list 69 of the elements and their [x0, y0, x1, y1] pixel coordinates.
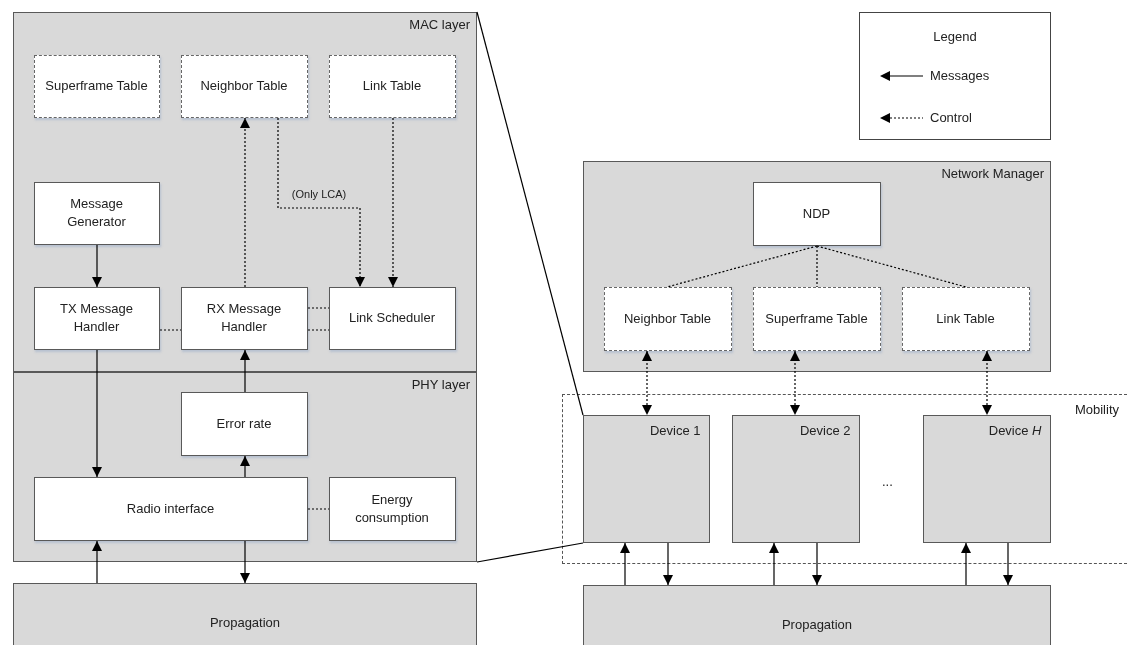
- arrow: [620, 542, 630, 586]
- table-box: [603, 286, 732, 351]
- process-box: [328, 476, 456, 541]
- box-label: Energy consumption: [354, 490, 430, 527]
- arrow: [92, 244, 102, 288]
- box-label: Error rate: [216, 414, 272, 433]
- panel-title: MAC layer: [409, 16, 470, 34]
- process-box: [328, 286, 456, 350]
- layer-panel: [583, 161, 1051, 372]
- arrow: [642, 350, 652, 416]
- arrow: [240, 455, 250, 478]
- panel-title: PHY layer: [411, 376, 470, 394]
- panel-title: Device 1: [649, 421, 701, 440]
- propagation-box: [13, 583, 477, 645]
- process-box: [33, 181, 160, 245]
- box-label: Propagation: [781, 616, 853, 634]
- table-box: [328, 54, 456, 118]
- mobility-region: [562, 394, 1127, 564]
- box-label: Propagation: [209, 614, 281, 632]
- arrow: [92, 349, 102, 478]
- box-label: Superframe Table: [45, 77, 148, 95]
- process-box: [33, 476, 308, 541]
- arrow: [1003, 542, 1013, 586]
- table-box: [33, 54, 160, 118]
- arrow: [961, 542, 971, 586]
- arrow: [277, 117, 365, 288]
- arrow: [790, 350, 800, 416]
- box-label: Radio interface: [126, 499, 215, 518]
- box-label: NDP: [802, 204, 831, 223]
- legend-label: Messages: [930, 68, 990, 83]
- process-box: [33, 286, 160, 350]
- box-label: Link Scheduler: [349, 309, 435, 327]
- arrow: [982, 350, 992, 416]
- device-box: [731, 414, 860, 543]
- arrow: [92, 540, 102, 584]
- box-label: Superframe Table: [765, 309, 868, 328]
- device-box: [582, 414, 710, 543]
- table-box: [180, 54, 308, 118]
- table-box: [901, 286, 1030, 351]
- ellipsis-label: ...: [882, 474, 893, 489]
- arrow: [663, 542, 673, 586]
- device-box: [922, 414, 1051, 543]
- box-label: TX Message Handler: [59, 300, 134, 336]
- process-box: [180, 286, 308, 350]
- panel-title: Network Manager: [941, 165, 1044, 183]
- table-box: [752, 286, 881, 351]
- arrow: [240, 349, 250, 393]
- arrow: [769, 542, 779, 586]
- panel-title: Device 2: [799, 421, 851, 440]
- box-label: Neighbor Table: [623, 309, 712, 328]
- box-label: RX Message Handler: [205, 300, 283, 336]
- panel-title: Device H: [988, 421, 1042, 440]
- propagation-box: [583, 585, 1051, 645]
- arrow: [812, 542, 822, 586]
- arrow: [240, 540, 250, 584]
- box-label: Neighbor Table: [200, 77, 288, 95]
- edge-label: (Only LCA): [289, 188, 349, 200]
- panel-title: Mobility: [1074, 401, 1119, 419]
- process-box: [752, 181, 881, 246]
- arrow: [240, 117, 250, 288]
- process-box: [180, 391, 308, 456]
- legend-label: Control: [930, 110, 972, 125]
- box-label: Link Table: [362, 77, 422, 95]
- layer-panel: [13, 372, 477, 562]
- legend-title: Legend: [933, 29, 977, 44]
- layer-panel: [13, 12, 477, 372]
- arrow: [388, 117, 398, 288]
- box-label: Message Generator: [66, 195, 127, 231]
- box-label: Link Table: [936, 309, 995, 328]
